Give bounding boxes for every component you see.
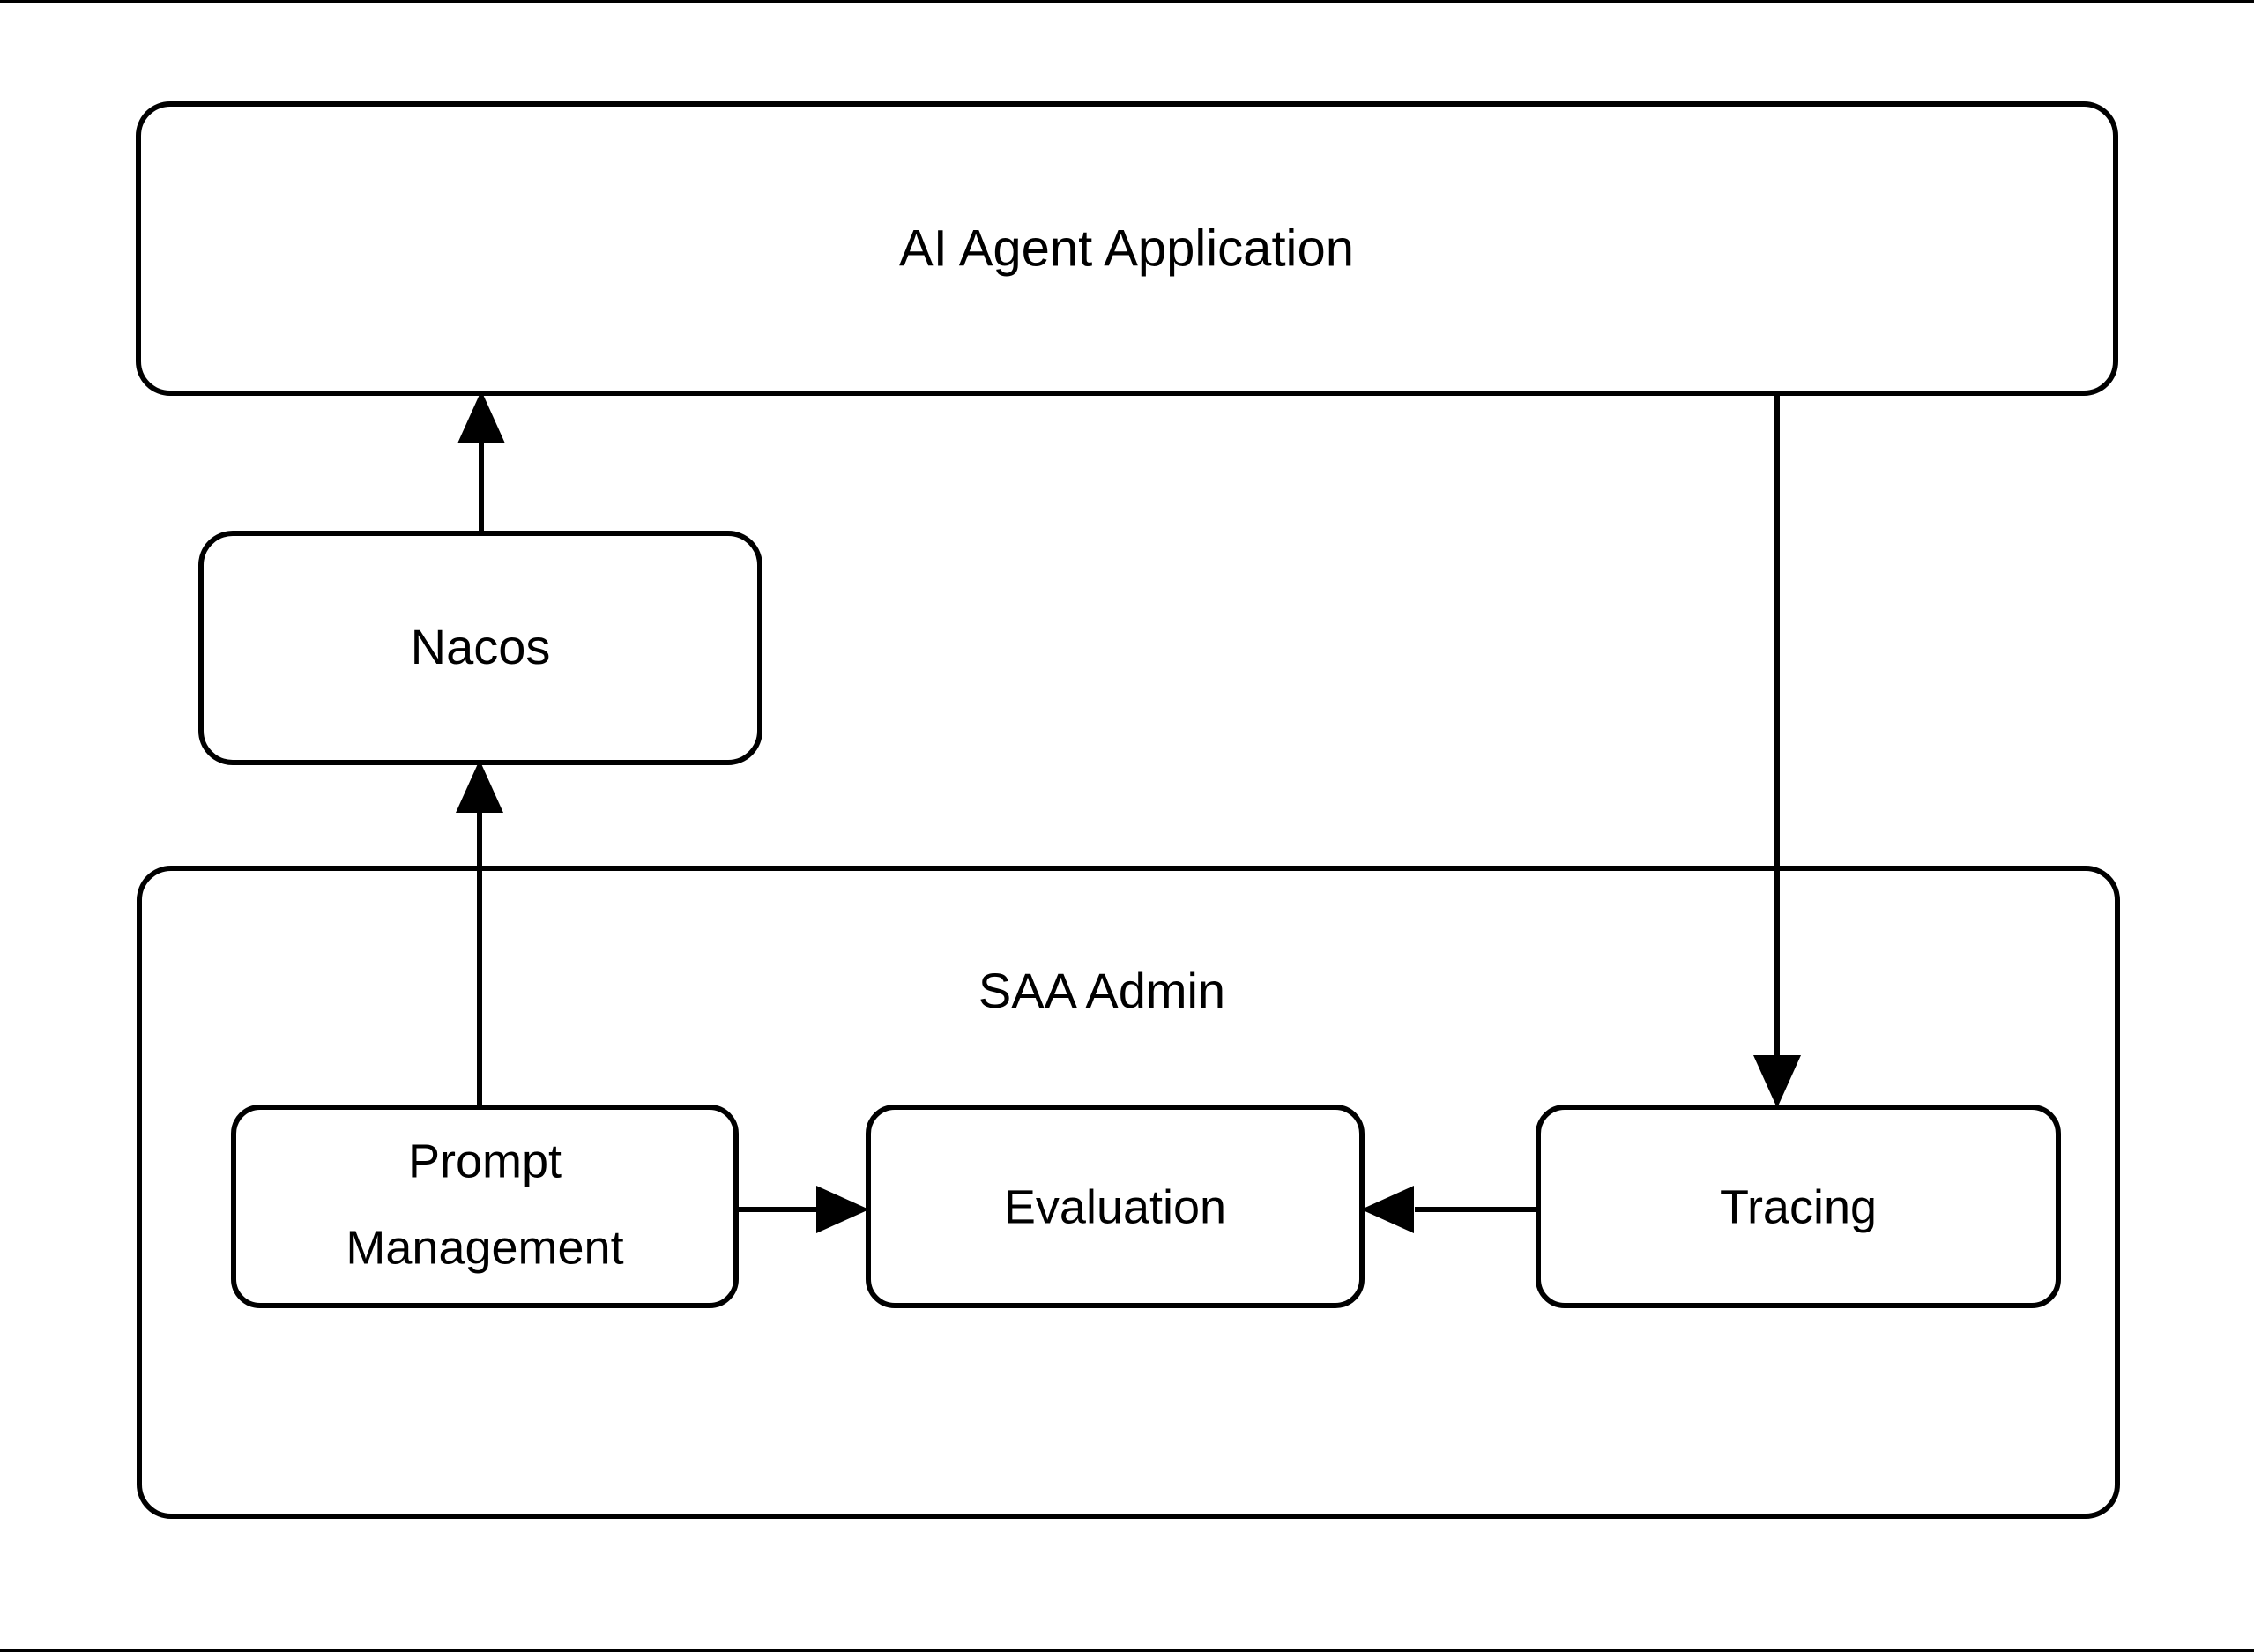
node-nacos[interactable]: Nacos xyxy=(198,531,762,765)
edge-prompt-management-to-evaluation xyxy=(736,1186,869,1233)
edge-prompt-management-to-nacos xyxy=(456,760,503,1107)
architecture-diagram: AI Agent Application Nacos SAA Admin Pro… xyxy=(136,101,2120,1519)
tracing-box[interactable] xyxy=(1536,1105,2061,1308)
arrow-head-up-to-nacos xyxy=(456,760,503,813)
saa-admin-box[interactable] xyxy=(137,866,2120,1519)
evaluation-label: Evaluation xyxy=(1004,1180,1226,1233)
arrow-head-up-to-ai-agent-application xyxy=(457,391,505,443)
node-tracing[interactable]: Tracing xyxy=(1536,1105,2061,1308)
node-saa-admin[interactable]: SAA Admin xyxy=(137,866,2120,1519)
ai-agent-application-label: AI Agent Application xyxy=(899,220,1354,277)
arrow-head-down-to-tracing xyxy=(1753,1055,1801,1108)
node-evaluation[interactable]: Evaluation xyxy=(866,1105,1365,1308)
edge-nacos-to-ai-agent-application xyxy=(457,391,505,533)
tracing-label: Tracing xyxy=(1720,1180,1877,1233)
nacos-label: Nacos xyxy=(411,619,551,674)
evaluation-box[interactable] xyxy=(866,1105,1365,1308)
edge-ai-agent-application-to-tracing xyxy=(1753,393,1801,1108)
saa-admin-label: SAA Admin xyxy=(978,963,1225,1018)
arrow-head-left-to-evaluation xyxy=(1361,1186,1414,1233)
node-prompt-management[interactable]: Prompt Management xyxy=(231,1105,739,1308)
ai-agent-application-box[interactable] xyxy=(136,101,2118,396)
node-ai-agent-application[interactable]: AI Agent Application xyxy=(136,101,2118,396)
prompt-management-box[interactable] xyxy=(231,1105,739,1308)
arrow-head-right-to-evaluation xyxy=(816,1186,869,1233)
prompt-management-label-line2: Management xyxy=(346,1221,623,1274)
edge-tracing-to-evaluation xyxy=(1361,1186,1538,1233)
prompt-management-label-line1: Prompt xyxy=(408,1135,562,1187)
